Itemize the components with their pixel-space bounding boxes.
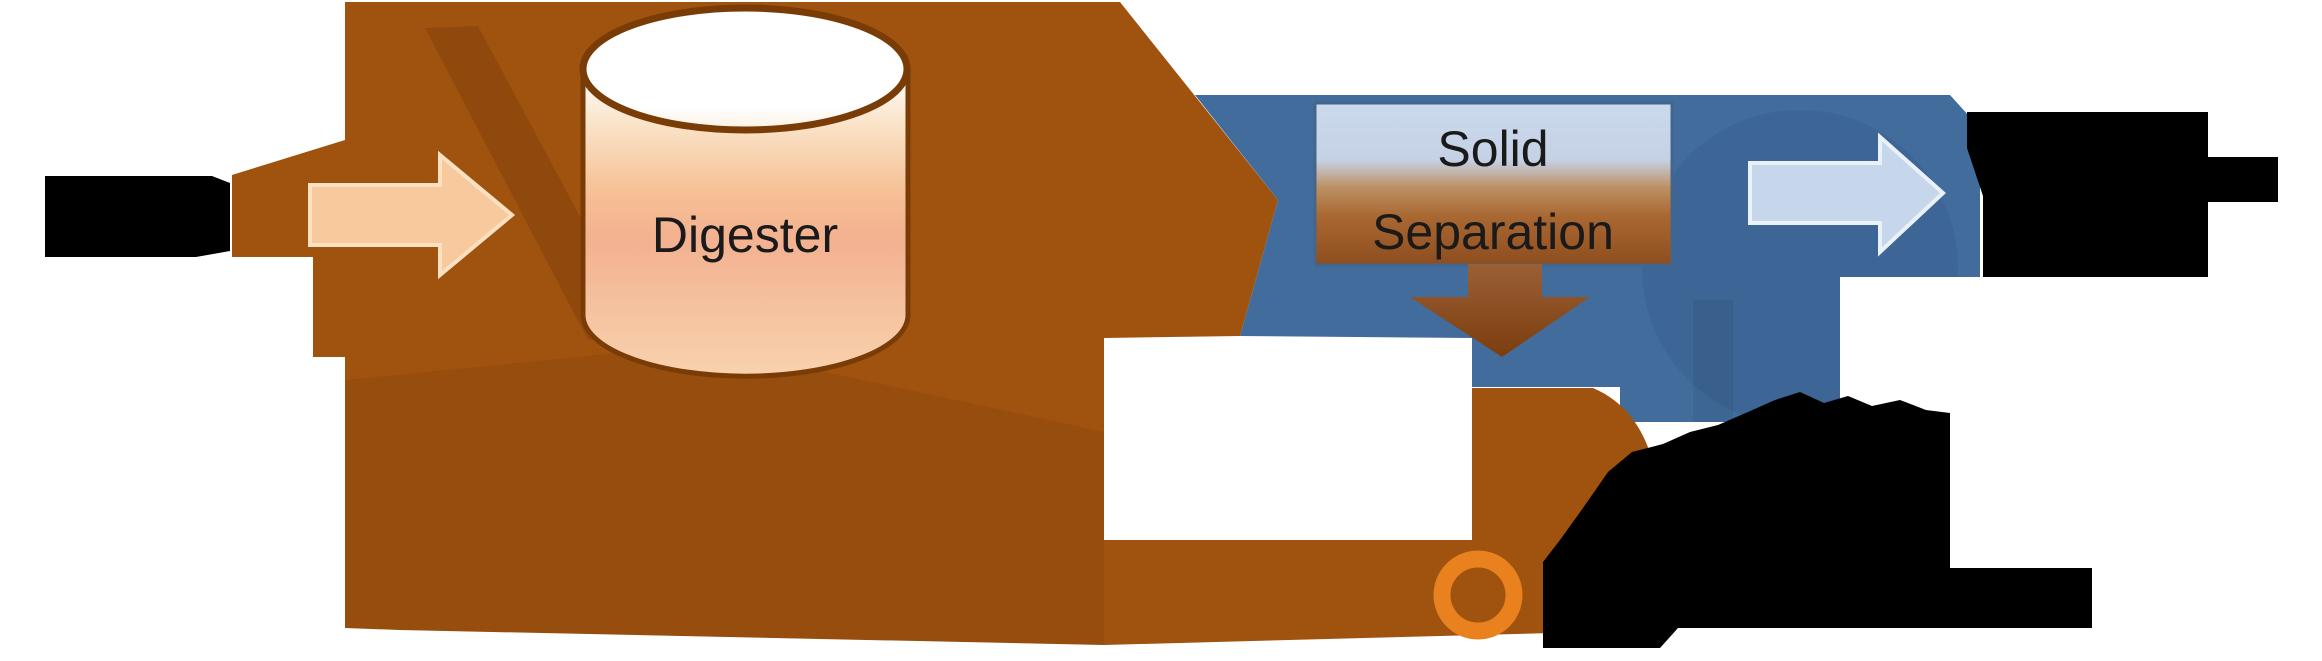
- solid-separation-label-line2: Separation: [1372, 204, 1614, 260]
- redacted-label-left: [45, 176, 230, 257]
- redacted-label-bottom-right: [1543, 392, 2092, 648]
- redacted-label-right: [1967, 112, 2278, 277]
- digester-cylinder-top: [579, 4, 911, 134]
- solid-separation-label-line1: Solid: [1437, 121, 1548, 177]
- shading-overlay-band: [345, 345, 1104, 645]
- digester-label: Digester: [652, 207, 838, 263]
- solid-separation-box: Solid Separation: [1313, 101, 1674, 267]
- orange-ring-icon: [1433, 550, 1523, 640]
- solid-separation-box-body: [1313, 101, 1674, 267]
- solids-down-arrow: [1410, 264, 1590, 357]
- liquid-flow-disc-shading: [1642, 110, 1958, 422]
- digester-cylinder-body: [580, 66, 911, 379]
- effluent-arrow: [1748, 132, 1946, 257]
- digester-cylinder: Digester: [579, 4, 911, 379]
- liquid-flow-column-shading: [1693, 300, 1733, 422]
- feed-arrow: [308, 150, 516, 280]
